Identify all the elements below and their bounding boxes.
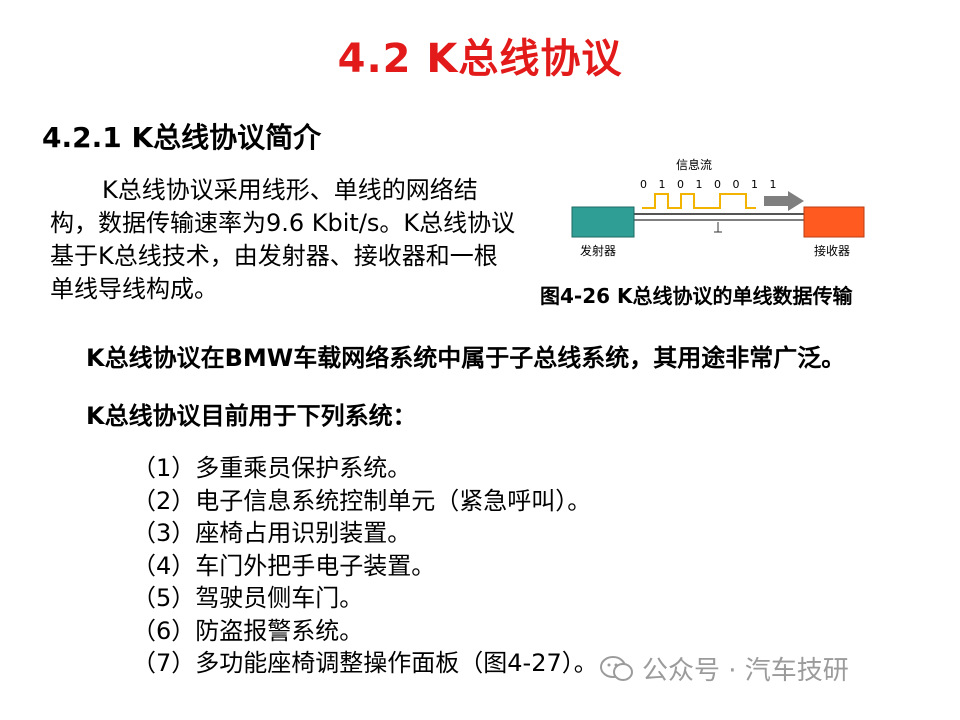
list-item: （5）驾驶员侧车门。 — [132, 584, 364, 612]
bit-sequence: 0 1 0 1 0 0 1 1 — [640, 178, 781, 191]
intro-paragraph: K总线协议采用线形、单线的网络结构，数据传输速率为9.6 Kbit/s。K总线协… — [50, 176, 516, 303]
transmitter-box — [571, 206, 635, 238]
receiver-box — [803, 206, 865, 238]
list-item: （6）防盗报警系统。 — [132, 616, 364, 645]
transmitter-label: 发射器 — [580, 244, 617, 258]
usage-paragraph: K总线协议在BMW车载网络系统中属于子总线系统，其用途非常广泛。 — [86, 344, 846, 372]
systems-intro: K总线协议目前用于下列系统： — [86, 402, 417, 430]
figure-caption: 图4-26 K总线协议的单线数据传输 — [540, 284, 853, 308]
section-heading: 4.2.1 K总线协议简介 — [42, 121, 322, 154]
list-item: （3）座椅占用识别装置。 — [132, 519, 412, 547]
receiver-label: 接收器 — [814, 244, 851, 258]
signal-waveform — [642, 193, 756, 209]
watermark-text: 公众号 · 汽车技研 — [642, 656, 849, 686]
k-bus-figure: 信息流 0 1 0 1 0 0 1 1 发射器 接收器 — [560, 150, 880, 270]
k-bus-diagram — [571, 191, 865, 238]
watermark: 公众号 · 汽车技研 — [600, 650, 849, 687]
list-item: （1）多重乘员保护系统。 — [132, 454, 412, 482]
list-item: （4）车门外把手电子装置。 — [132, 551, 436, 580]
flow-arrow — [764, 191, 804, 211]
systems-list: （1）多重乘员保护系统。 （2）电子信息系统控制单元（紧急呼叫）。 （3）座椅占… — [132, 452, 598, 680]
list-item: （2）电子信息系统控制单元（紧急呼叫）。 — [132, 486, 592, 515]
flow-label: 信息流 — [676, 158, 713, 172]
wechat-icon — [600, 655, 633, 681]
list-item: （7）多功能座椅调整操作面板（图4-27）。 — [132, 649, 598, 677]
page-title: 4.2 K总线协议 — [337, 36, 623, 82]
